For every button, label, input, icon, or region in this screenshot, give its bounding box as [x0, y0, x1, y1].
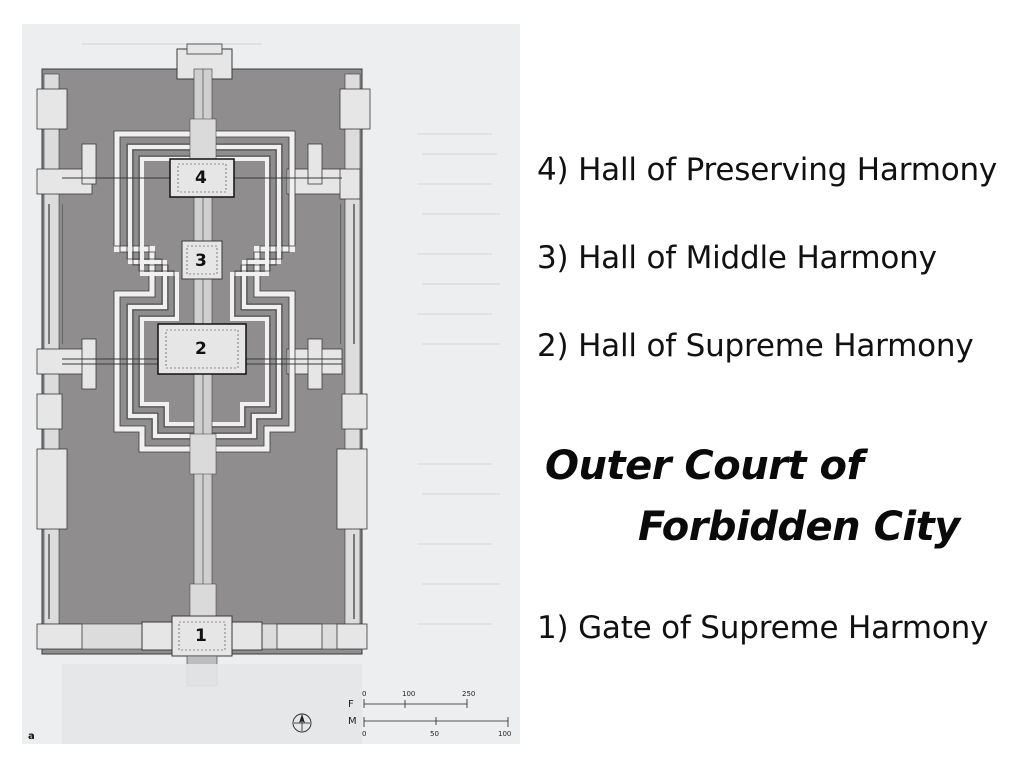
- scale-meter-tick-50: 50: [430, 730, 439, 738]
- label-hall-middle-harmony: 3) Hall of Middle Harmony: [537, 240, 937, 276]
- scale-feet-tick-100: 100: [402, 690, 415, 698]
- hall-2-building: 2: [157, 323, 247, 375]
- label-hall-preserving-harmony: 4) Hall of Preserving Harmony: [537, 152, 998, 188]
- site-plan: 4 3 2 1 0 100 250: [22, 24, 520, 744]
- slide-title-line-2: Forbidden City: [638, 504, 960, 550]
- scale-meter-tick-100: 100: [498, 730, 511, 738]
- scale-feet-tick-0: 0: [362, 690, 366, 698]
- figure-label: a: [28, 731, 35, 742]
- gate-1-building: 1: [141, 615, 263, 687]
- label-hall-supreme-harmony: 2) Hall of Supreme Harmony: [537, 328, 974, 364]
- slide-title-line-1: Outer Court of: [545, 443, 864, 489]
- scale-meter-tick-0: 0: [362, 730, 366, 738]
- scale-feet-label: F: [348, 699, 354, 710]
- plan-number-3: 3: [195, 251, 207, 271]
- scale-bar: 0 100 250 F M 0 50 100: [348, 690, 511, 738]
- scale-feet-tick-250: 250: [462, 690, 475, 698]
- scale-meters-label: M: [348, 716, 357, 727]
- label-gate-supreme-harmony: 1) Gate of Supreme Harmony: [537, 610, 989, 646]
- background-page-texture: [82, 43, 500, 625]
- side-buildings: [36, 88, 371, 650]
- forbidden-city-plan-drawing: 4 3 2 1 0 100 250: [28, 43, 511, 744]
- plan-number-4: 4: [195, 168, 207, 188]
- side-range-columns: [48, 204, 355, 619]
- foreground-plaza: [62, 664, 362, 744]
- hall-3-building: 3: [181, 240, 223, 280]
- plan-number-1: 1: [195, 626, 207, 646]
- hall-4-building: 4: [169, 158, 235, 198]
- north-arrow-icon: [292, 713, 312, 733]
- plan-number-2: 2: [195, 339, 207, 359]
